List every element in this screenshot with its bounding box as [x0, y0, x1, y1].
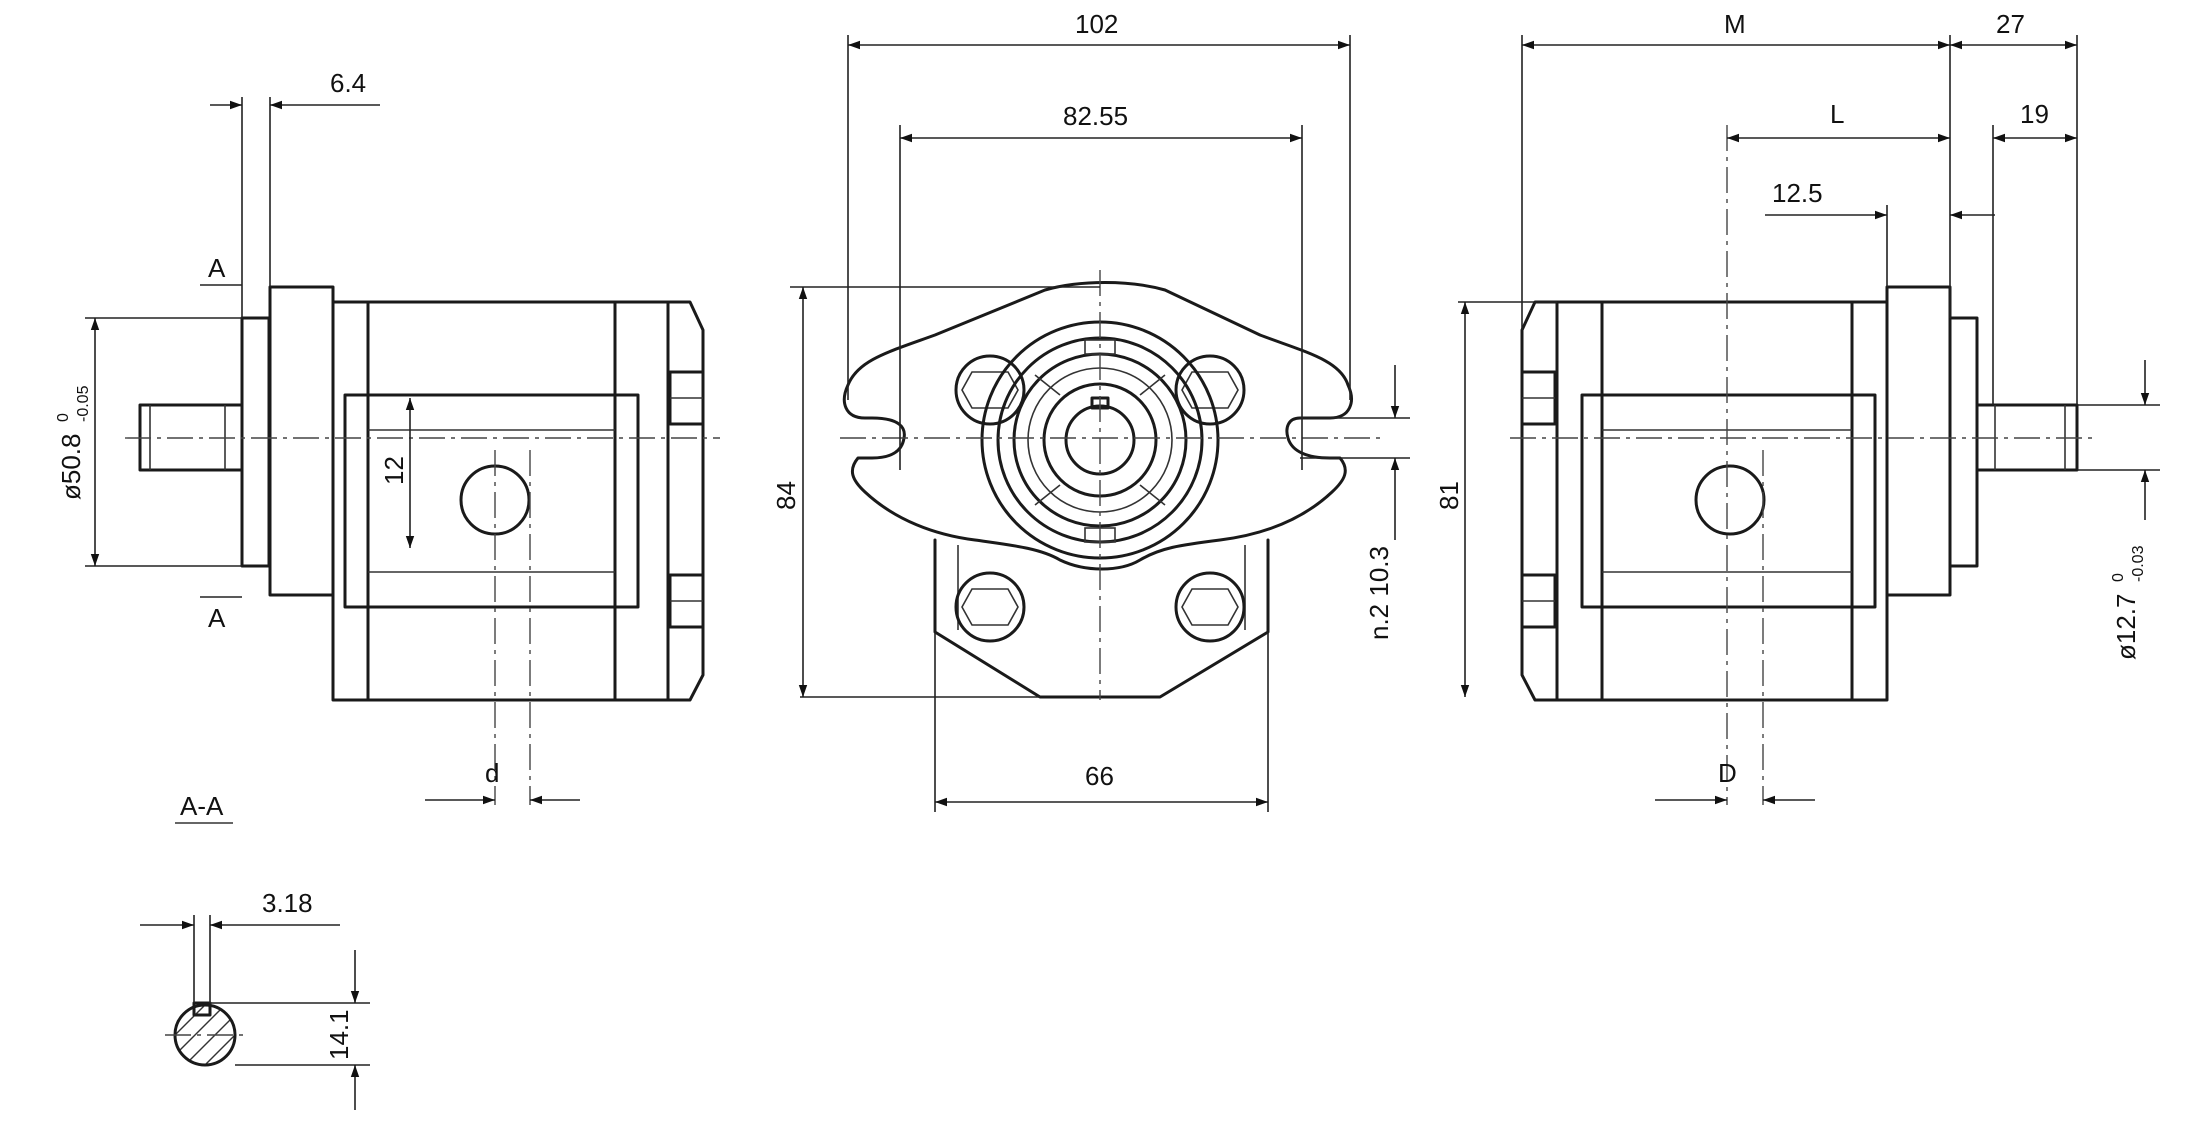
dia-50-8-tolerance: -0.05 [75, 385, 92, 422]
dim-M-label: M [1724, 9, 1746, 39]
dim-12-label: 12 [379, 456, 409, 485]
dim-6-4-label: 6.4 [330, 68, 366, 98]
dim-19-label: 19 [2020, 99, 2049, 129]
dim-d-label: d [485, 758, 499, 788]
right-view: M 27 L 19 12.5 81 D ø12.7 [1434, 9, 2160, 805]
dim-L-label: L [1830, 99, 1844, 129]
section-a-a: A-A 3.18 14.1 [140, 791, 370, 1110]
dim-81-label: 81 [1434, 481, 1464, 510]
dia-12-7-label: ø12.7 [2111, 594, 2141, 661]
dia-12-7-tolerance: -0.03 [2130, 545, 2147, 582]
dim-D-label: D [1718, 758, 1737, 788]
dia-50-8-label: ø50.8 [56, 434, 86, 501]
dim-3-18-label: 3.18 [262, 888, 313, 918]
left-view: 6.4 A A ø50.8 -0.05 0 12 d [55, 68, 720, 805]
section-title: A-A [180, 791, 224, 821]
dim-102-label: 102 [1075, 9, 1118, 39]
front-view: 102 82.55 84 n.2 10.3 66 [771, 9, 1410, 812]
section-mark-bottom: A [208, 603, 226, 633]
dim-66-label: 66 [1085, 761, 1114, 791]
dim-slot-label: n.2 10.3 [1364, 546, 1394, 640]
dia-12-7-tolerance-upper: 0 [2110, 573, 2127, 582]
dim-84-label: 84 [771, 481, 801, 510]
dim-14-1-label: 14.1 [324, 1009, 354, 1060]
dim-27-label: 27 [1996, 9, 2025, 39]
dim-12-5-label: 12.5 [1772, 178, 1823, 208]
dim-82-55-label: 82.55 [1063, 101, 1128, 131]
section-mark-top: A [208, 253, 226, 283]
dia-50-8-tolerance-upper: 0 [55, 413, 72, 422]
